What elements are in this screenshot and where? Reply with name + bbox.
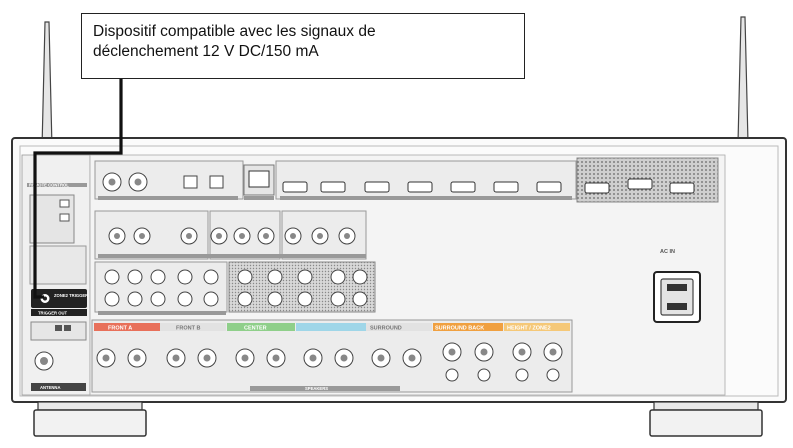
svg-text:ZONE2 TRIGGER: ZONE2 TRIGGER (54, 293, 88, 298)
foot-left (33, 401, 147, 437)
height-band (504, 323, 570, 331)
svg-text:CENTER: CENTER (244, 326, 267, 332)
antenna-terminals: ANTENNA (30, 321, 87, 391)
svg-text:FRONT B: FRONT B (176, 326, 200, 332)
svg-text:SURROUND BACK: SURROUND BACK (435, 326, 484, 332)
svg-text:SURROUND: SURROUND (370, 326, 402, 332)
hdmi-outputs (576, 157, 719, 203)
callout-line-1: Dispositif compatible avec les signaux d… (93, 23, 376, 40)
remote-control-area: REMOTE CONTROL (27, 183, 87, 285)
trigger-out-jack: ZONE2 TRIGGER TRIGGER OUT (31, 289, 88, 316)
svg-text:AC IN: AC IN (660, 249, 675, 255)
video-audio-inputs (94, 210, 367, 260)
svg-text:HEIGHT / ZONE2: HEIGHT / ZONE2 (507, 326, 551, 332)
svg-text:ANTENNA: ANTENNA (40, 385, 60, 390)
analog-audio-inputs (94, 261, 376, 315)
network-port (243, 164, 275, 200)
ac-inlet: AC IN (653, 249, 701, 323)
svg-text:REMOTE CONTROL: REMOTE CONTROL (29, 183, 69, 188)
surround-back-band (433, 323, 503, 331)
trigger-cable (33, 78, 123, 299)
front-a-band (94, 323, 160, 331)
callout-line-2: déclenchement 12 V DC/150 mA (93, 43, 319, 60)
digital-audio-inputs (94, 160, 244, 200)
svg-text:FRONT A: FRONT A (108, 326, 132, 332)
svg-text:SPEAKERS: SPEAKERS (305, 386, 328, 391)
foot-right (649, 401, 763, 437)
hdmi-inputs (275, 160, 577, 200)
speaker-terminals: FRONT A FRONT B CENTER SURROUND SURROUND… (91, 319, 573, 393)
callout-box: Dispositif compatible avec les signaux d… (81, 13, 525, 79)
svg-text:TRIGGER OUT: TRIGGER OUT (38, 311, 68, 316)
center-band (227, 323, 295, 331)
surround-band (296, 323, 366, 331)
